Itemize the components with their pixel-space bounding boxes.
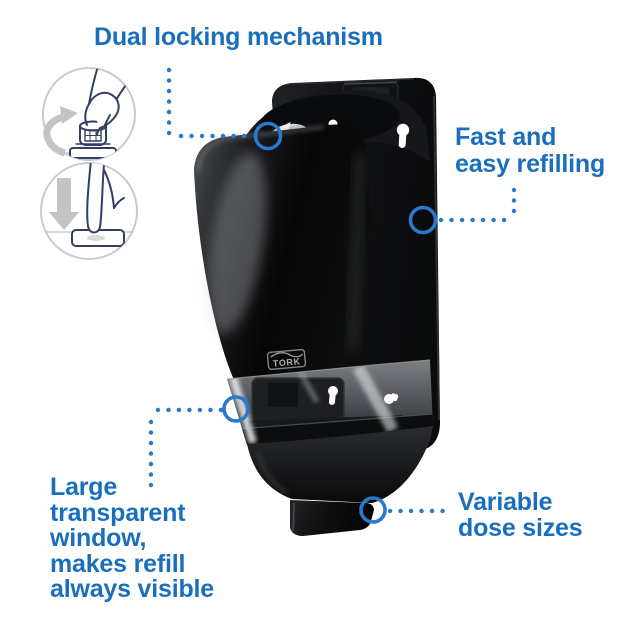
inner-keyhole [328, 386, 338, 405]
label-fast-easy-refilling: Fast and easy refilling [455, 123, 606, 178]
keyhole-mount-hole [396, 123, 410, 148]
label-variable-dose-sizes: Variable dose sizes [458, 488, 583, 542]
inner-keyhole [384, 393, 399, 404]
callout-marker-transparent-window [222, 395, 250, 423]
callout-marker-fast-refilling [408, 205, 438, 235]
label-large-transparent-window: Large transparent window, makes refill a… [50, 473, 214, 603]
dotted-connector-dual-locking [166, 67, 254, 139]
dispenser-front-cover: TORK [194, 124, 378, 381]
twist-cap-icon [42, 67, 136, 161]
dotted-connector-fast-refilling [438, 187, 517, 223]
tork-logo: TORK [266, 348, 307, 370]
rotate-arrow-icon [43, 106, 78, 157]
label-dual-locking-mechanism: Dual locking mechanism [94, 23, 383, 51]
refill-bottle-bottom [247, 426, 433, 503]
callout-marker-variable-dose [359, 496, 387, 524]
svg-text:TORK: TORK [272, 356, 301, 368]
refill-liquid [227, 414, 433, 445]
push-nozzle [290, 500, 374, 536]
transparent-refill-window [226, 359, 433, 445]
callout-marker-dual-locking [253, 121, 283, 151]
press-button-icon [40, 162, 138, 260]
down-arrow-icon [49, 178, 79, 230]
dotted-connector-transparent-window [147, 407, 224, 490]
